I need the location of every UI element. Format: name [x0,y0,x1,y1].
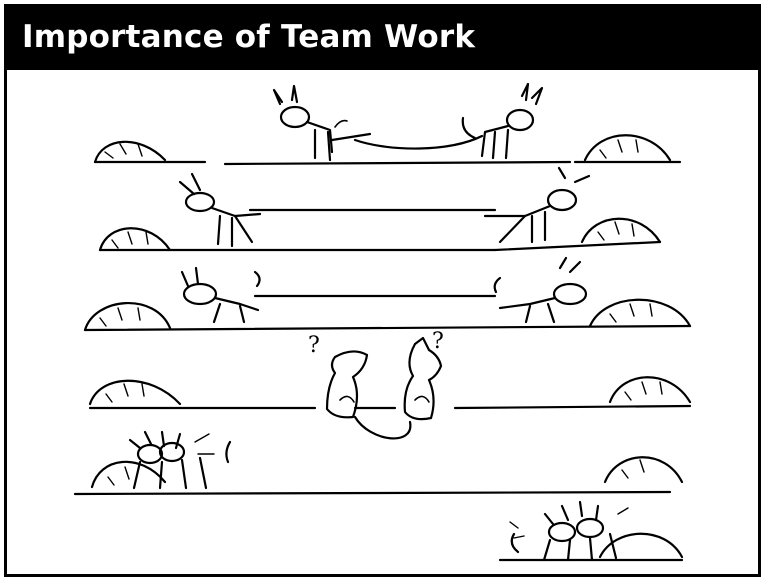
panel-6 [498,500,684,562]
mules-teamwork-cartoon-icon: ? ? [70,82,710,567]
panel-4: ? ? [88,329,692,440]
mule-icon [178,172,262,248]
mule-icon [461,82,544,160]
mule-icon [180,266,261,324]
svg-text:?: ? [308,333,320,358]
svg-text:?: ? [432,329,444,354]
panel-1 [93,82,682,166]
mule-icon [493,256,588,324]
mule-icon [272,84,372,162]
mule-icon [128,430,232,490]
mule-icon [483,166,591,244]
panel-2 [98,166,662,252]
mule-icon: ? [403,329,444,421]
title-bar: Importance of Team Work [4,4,761,70]
slide-title: Importance of Team Work [22,19,476,55]
mule-icon [509,500,629,562]
slide-frame [4,70,761,577]
mule-icon: ? [308,333,369,419]
panel-5 [73,430,684,496]
panel-3 [83,256,692,332]
